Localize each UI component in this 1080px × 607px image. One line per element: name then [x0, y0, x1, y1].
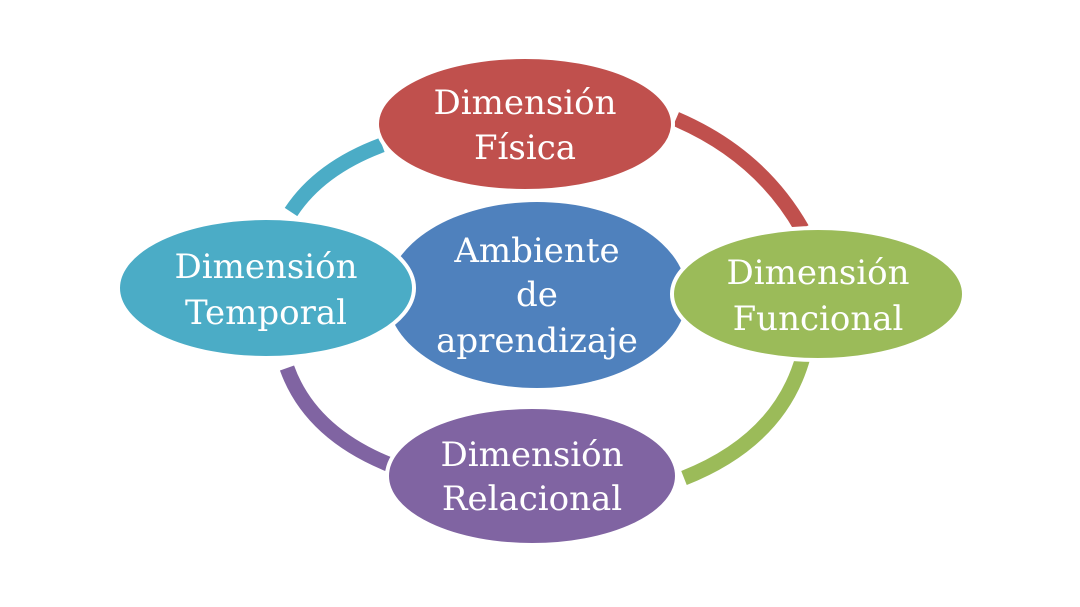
node-center-label-2: de: [516, 275, 558, 315]
arc-left-to-top: [284, 137, 385, 217]
node-top: Dimensión Física: [375, 55, 675, 193]
node-right-shape: [670, 226, 966, 362]
node-center-label-3: aprendizaje: [436, 321, 638, 361]
node-center-label-1: Ambiente: [453, 231, 619, 271]
node-top-shape: [375, 55, 675, 193]
node-right-label-2: Funcional: [733, 299, 904, 339]
arc-right-to-bottom: [681, 354, 811, 485]
node-left: Dimensión Temporal: [116, 216, 416, 360]
cycle-arcs: [279, 112, 811, 485]
node-right: Dimensión Funcional: [670, 226, 966, 362]
node-bottom-label-2: Relacional: [442, 479, 622, 519]
node-left-shape: [116, 216, 416, 360]
node-bottom: Dimensión Relacional: [385, 405, 679, 547]
arc-bottom-to-left: [279, 365, 391, 471]
node-bottom-shape: [385, 405, 679, 547]
node-center-shape: [387, 202, 687, 388]
node-left-label-2: Temporal: [185, 293, 347, 333]
node-top-label-1: Dimensión: [433, 83, 616, 123]
node-right-label-1: Dimensión: [726, 253, 909, 293]
node-bottom-label-1: Dimensión: [440, 435, 623, 475]
node-top-label-2: Física: [474, 128, 576, 168]
node-left-label-1: Dimensión: [174, 247, 357, 287]
node-center: Ambiente de aprendizaje: [387, 202, 687, 388]
arc-top-to-right: [673, 112, 809, 233]
